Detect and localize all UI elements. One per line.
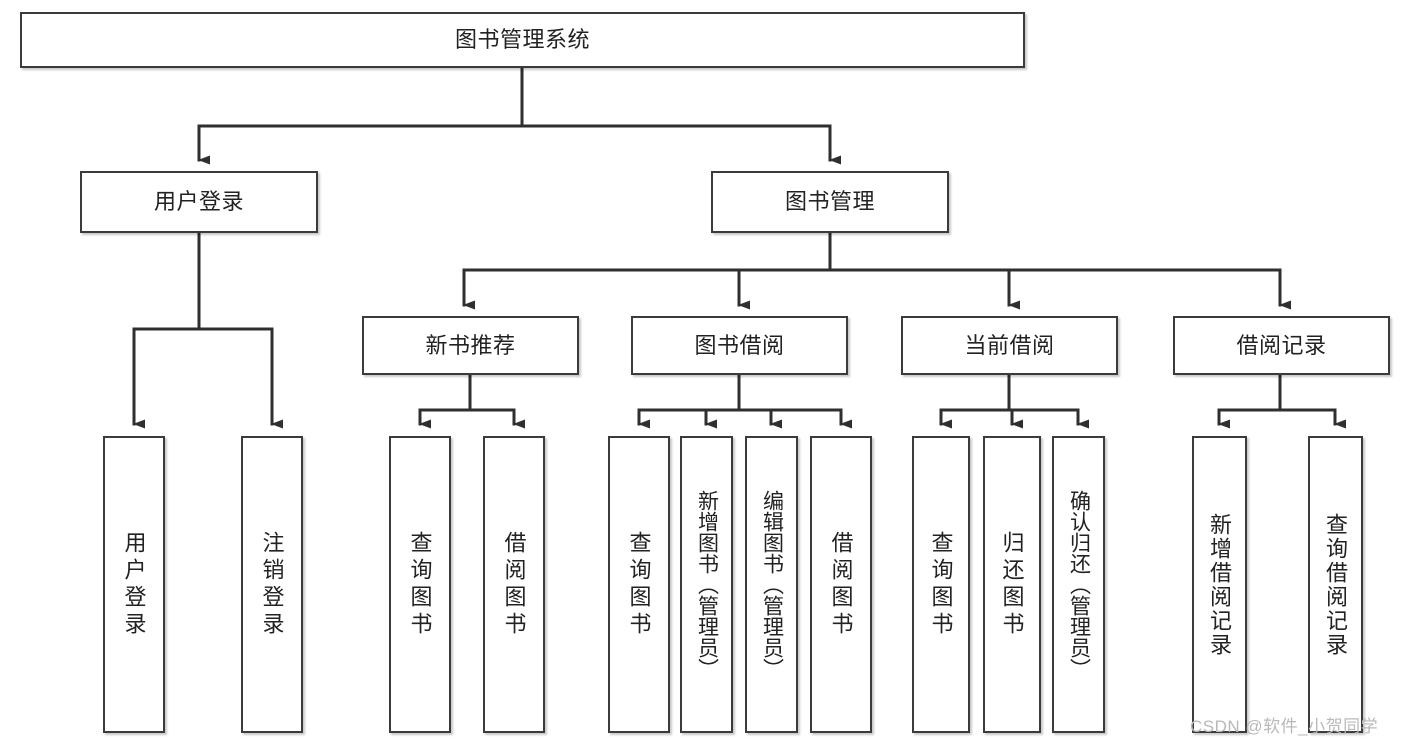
node-bb-add-book-label: 新增图书（管理员） [695, 490, 719, 679]
node-cb-confirm-return[interactable]: 确认归还（管理员） [1052, 436, 1105, 733]
node-br-query-record[interactable]: 查询借阅记录 [1308, 436, 1363, 733]
node-cb-query-book-label: 查询图书 [928, 530, 954, 639]
node-current-borrow[interactable]: 当前借阅 [901, 316, 1118, 375]
node-user-logout-label: 注销登录 [259, 530, 285, 639]
node-bb-edit-book-label: 编辑图书（管理员） [760, 490, 784, 679]
node-book-manage-label: 图书管理 [784, 189, 875, 215]
node-book-borrow-label: 图书借阅 [694, 332, 785, 358]
node-nbr-borrow-book-label: 借阅图书 [501, 530, 527, 639]
node-user-login-do-label: 用户登录 [121, 530, 147, 639]
node-new-book-recommend[interactable]: 新书推荐 [362, 316, 579, 375]
node-bb-query-book[interactable]: 查询图书 [608, 436, 670, 733]
node-cb-query-book[interactable]: 查询图书 [912, 436, 970, 733]
node-root-label: 图书管理系统 [454, 27, 590, 53]
node-bb-query-book-label: 查询图书 [626, 530, 652, 639]
node-user-login-do[interactable]: 用户登录 [103, 436, 165, 733]
node-bb-borrow-book-label: 借阅图书 [828, 530, 854, 639]
node-book-manage[interactable]: 图书管理 [711, 171, 949, 233]
node-book-borrow[interactable]: 图书借阅 [631, 316, 848, 375]
node-root[interactable]: 图书管理系统 [20, 12, 1025, 68]
node-new-book-recommend-label: 新书推荐 [425, 332, 516, 358]
node-user-login[interactable]: 用户登录 [80, 171, 318, 233]
node-br-add-record-label: 新增借阅记录 [1207, 512, 1233, 657]
node-cb-return-book[interactable]: 归还图书 [983, 436, 1041, 733]
node-nbr-query-book[interactable]: 查询图书 [389, 436, 451, 733]
node-br-query-record-label: 查询借阅记录 [1323, 512, 1349, 657]
node-current-borrow-label: 当前借阅 [964, 332, 1055, 358]
node-nbr-borrow-book[interactable]: 借阅图书 [483, 436, 545, 733]
node-br-add-record[interactable]: 新增借阅记录 [1192, 436, 1247, 733]
node-bb-edit-book[interactable]: 编辑图书（管理员） [745, 436, 798, 733]
node-nbr-query-book-label: 查询图书 [407, 530, 433, 639]
node-cb-return-book-label: 归还图书 [999, 530, 1025, 639]
node-cb-confirm-return-label: 确认归还（管理员） [1067, 490, 1091, 679]
node-bb-borrow-book[interactable]: 借阅图书 [810, 436, 872, 733]
node-borrow-record-label: 借阅记录 [1236, 332, 1327, 358]
node-user-login-label: 用户登录 [153, 189, 244, 215]
node-borrow-record[interactable]: 借阅记录 [1173, 316, 1390, 375]
node-user-logout[interactable]: 注销登录 [241, 436, 303, 733]
node-bb-add-book[interactable]: 新增图书（管理员） [680, 436, 733, 733]
